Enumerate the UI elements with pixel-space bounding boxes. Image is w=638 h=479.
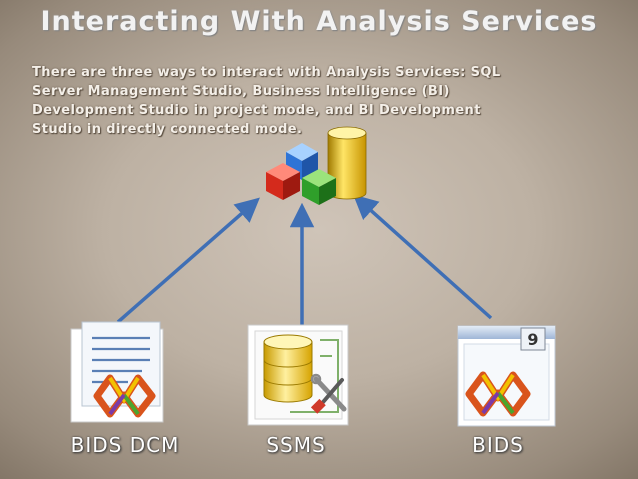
visual-studio-logo-icon <box>465 371 531 417</box>
arrow-bids-dcm-to-center <box>116 197 260 324</box>
slide-body-text: There are three ways to interact with An… <box>32 65 501 137</box>
visual-studio-logo-icon <box>93 374 156 418</box>
version-badge-text: 9 <box>527 330 538 349</box>
arrows <box>116 194 493 328</box>
bids-application-icon: 9 <box>457 325 556 427</box>
slide-title: Interacting With Analysis Services <box>40 6 598 37</box>
analysis-services-cube-icon <box>266 126 367 205</box>
database-icon <box>263 334 313 403</box>
label-ssms: SSMS <box>266 433 326 457</box>
arrow-bids-to-center <box>353 194 493 320</box>
label-bids-dcm: BIDS DCM <box>70 433 180 457</box>
version-badge: 9 <box>520 327 546 351</box>
label-bids: BIDS <box>472 433 524 457</box>
wrench-screwdriver-icon <box>310 373 347 414</box>
bids-document-icon <box>70 321 164 423</box>
ssms-database-tools-icon <box>247 324 349 426</box>
